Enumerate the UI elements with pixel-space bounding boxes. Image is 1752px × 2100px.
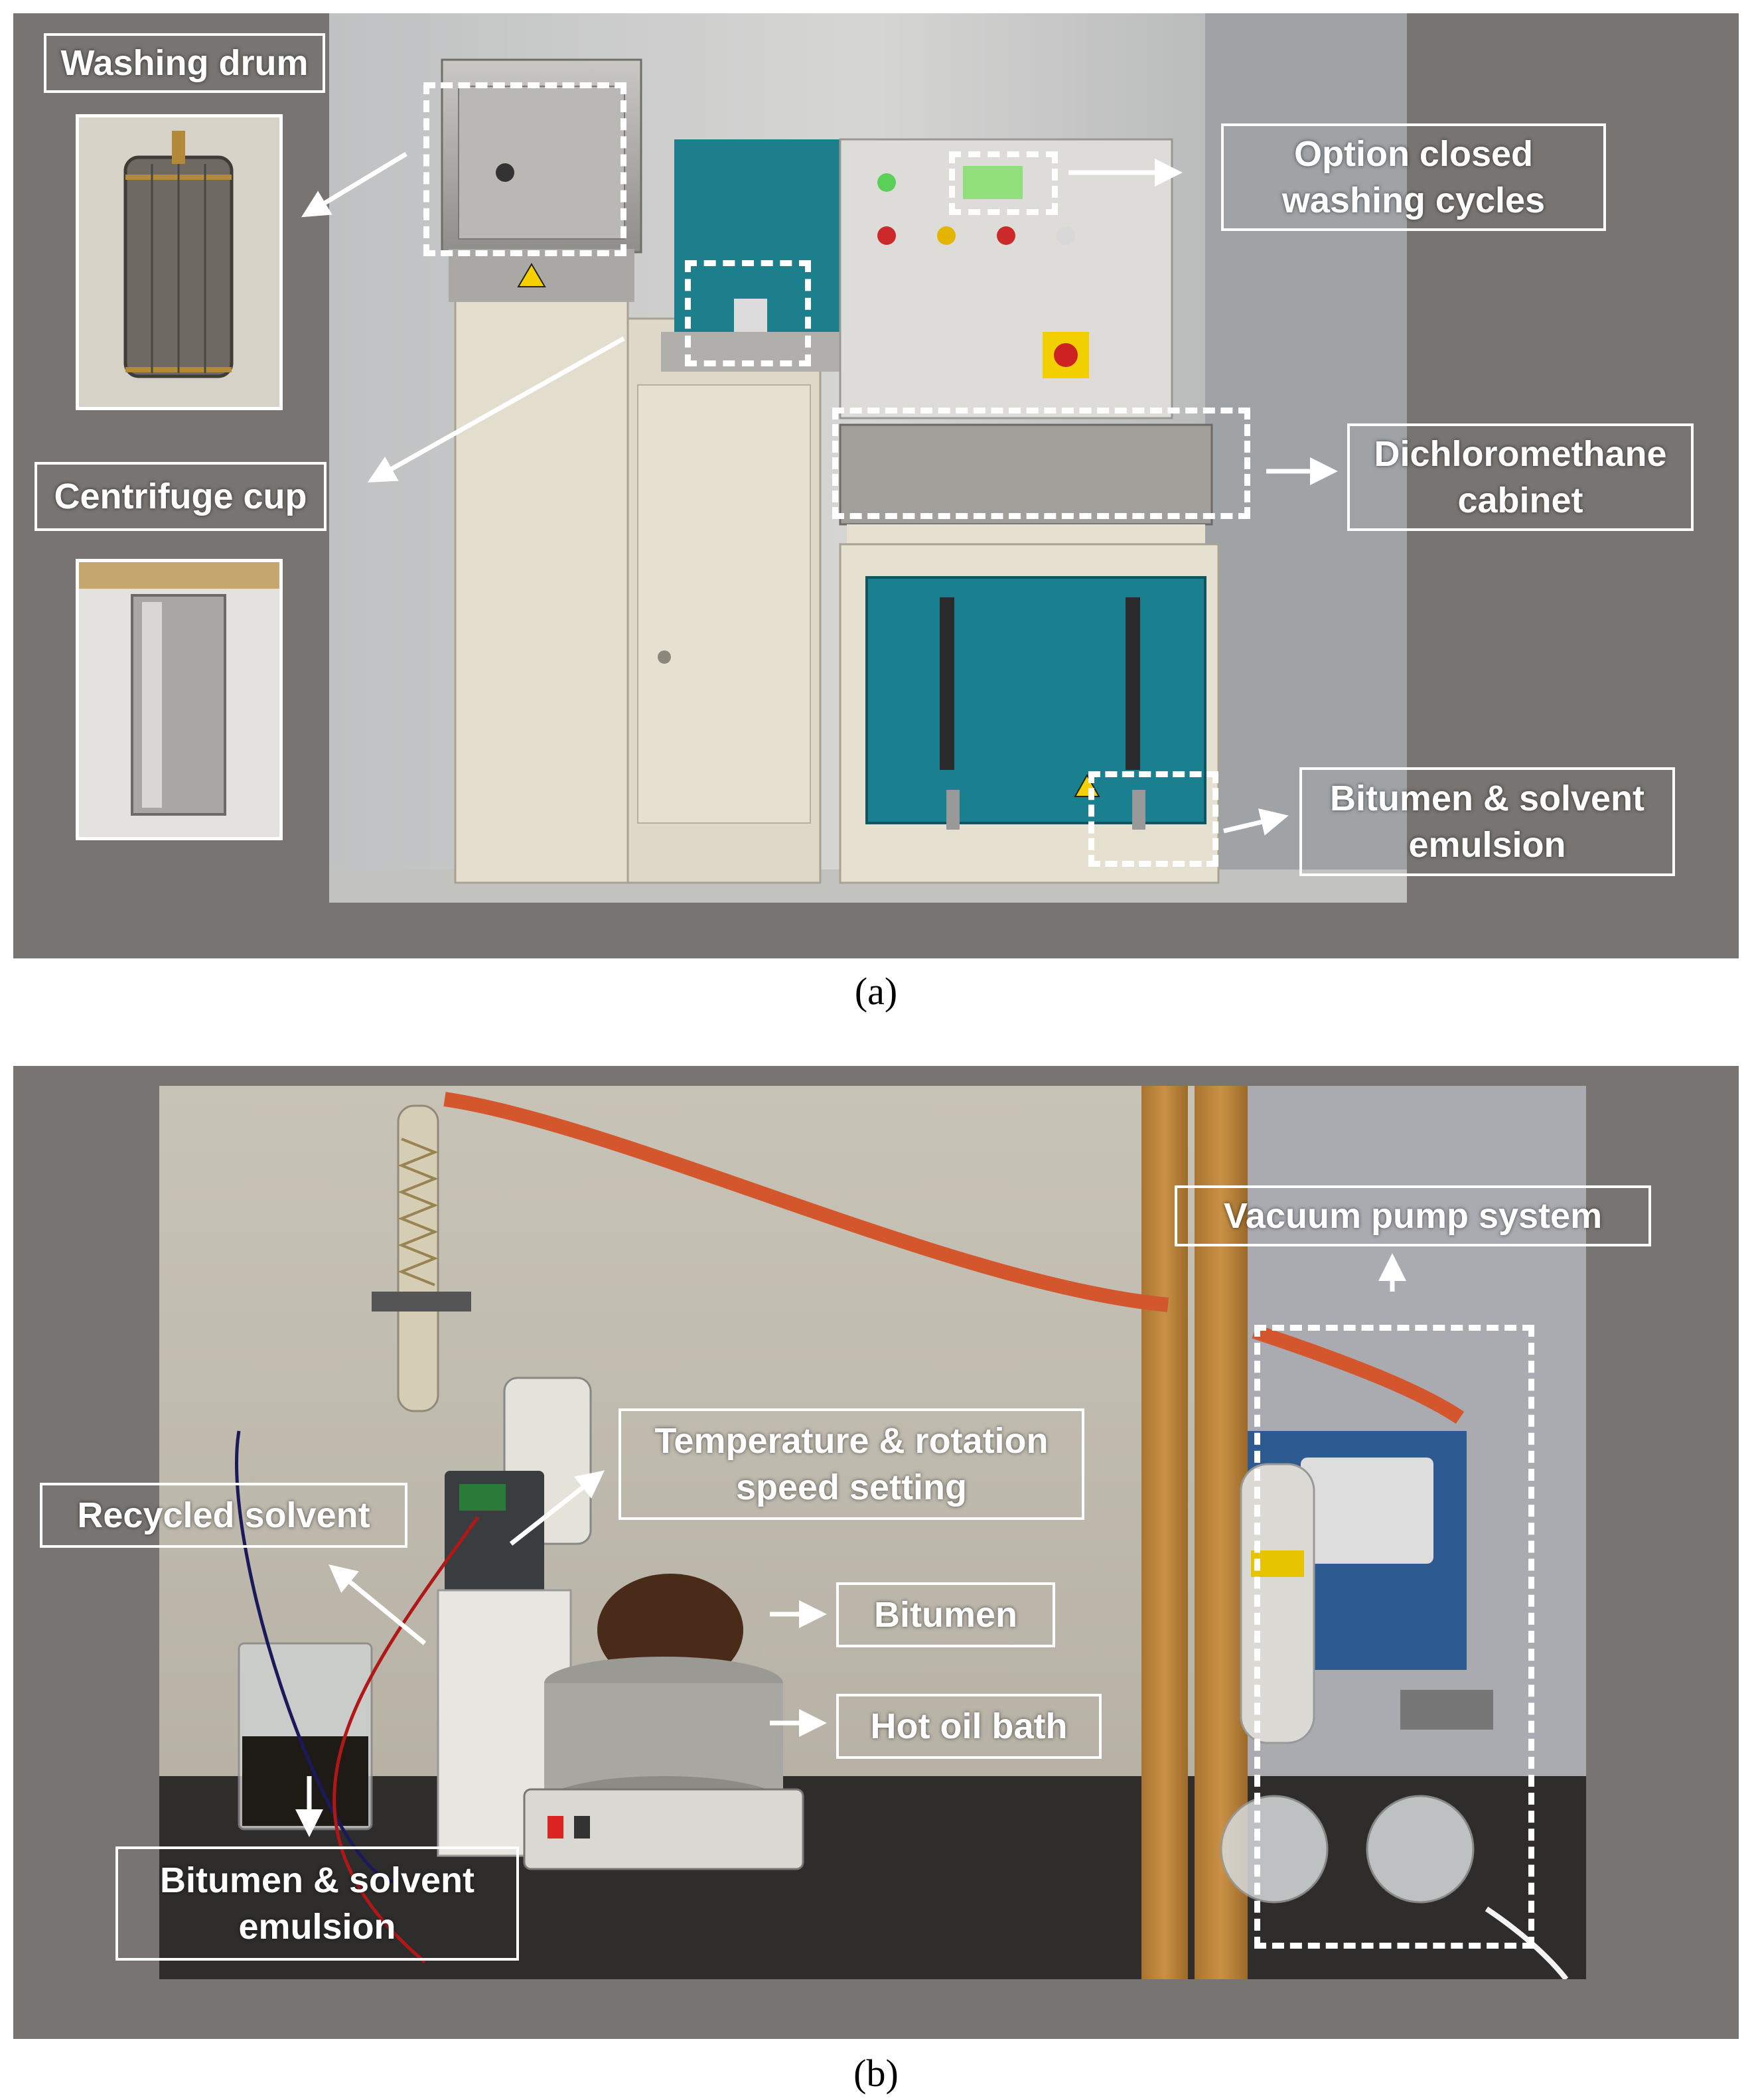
centrifuge-cup-highlight [685,260,811,366]
control-display-highlight [949,151,1058,215]
hot-oil-bath-label: Hot oil bath [836,1694,1102,1759]
washing-drum-photo [76,114,283,410]
bitumen-solvent-emulsion-label-a: Bitumen & solvent emulsion [1299,767,1675,876]
figure-panel-a: Washing drum Centrifuge cup Option close… [13,13,1739,958]
temperature-rotation-speed-label: Temperature & rotation speed setting [619,1408,1084,1520]
centrifuge-cup-photo [76,559,283,840]
emulsion-outlet-highlight [1088,771,1218,867]
bitumen-solvent-emulsion-label-b: Bitumen & solvent emulsion [115,1846,519,1961]
option-closed-washing-cycles-label: Option closed washing cycles [1221,123,1606,231]
rotary-evaporator-photo [159,1086,1586,1979]
washing-drum-highlight [423,82,626,256]
recycled-solvent-label: Recycled solvent [40,1483,407,1548]
caption-a: (a) [854,970,898,1013]
washing-drum-label: Washing drum [44,33,325,93]
bitumen-label: Bitumen [836,1582,1055,1647]
figure-panel-b: Temperature & rotation speed setting Rec… [13,1066,1739,2039]
washing-machine-photo [329,13,1407,903]
dichloromethane-cabinet-label: Dichloromethane cabinet [1347,423,1694,531]
vacuum-pump-highlight [1254,1325,1534,1949]
centrifuge-cup-label: Centrifuge cup [35,462,327,531]
vacuum-pump-system-label: Vacuum pump system [1175,1185,1651,1246]
caption-b: (b) [853,2052,899,2095]
dichloromethane-cabinet-highlight [832,408,1250,519]
